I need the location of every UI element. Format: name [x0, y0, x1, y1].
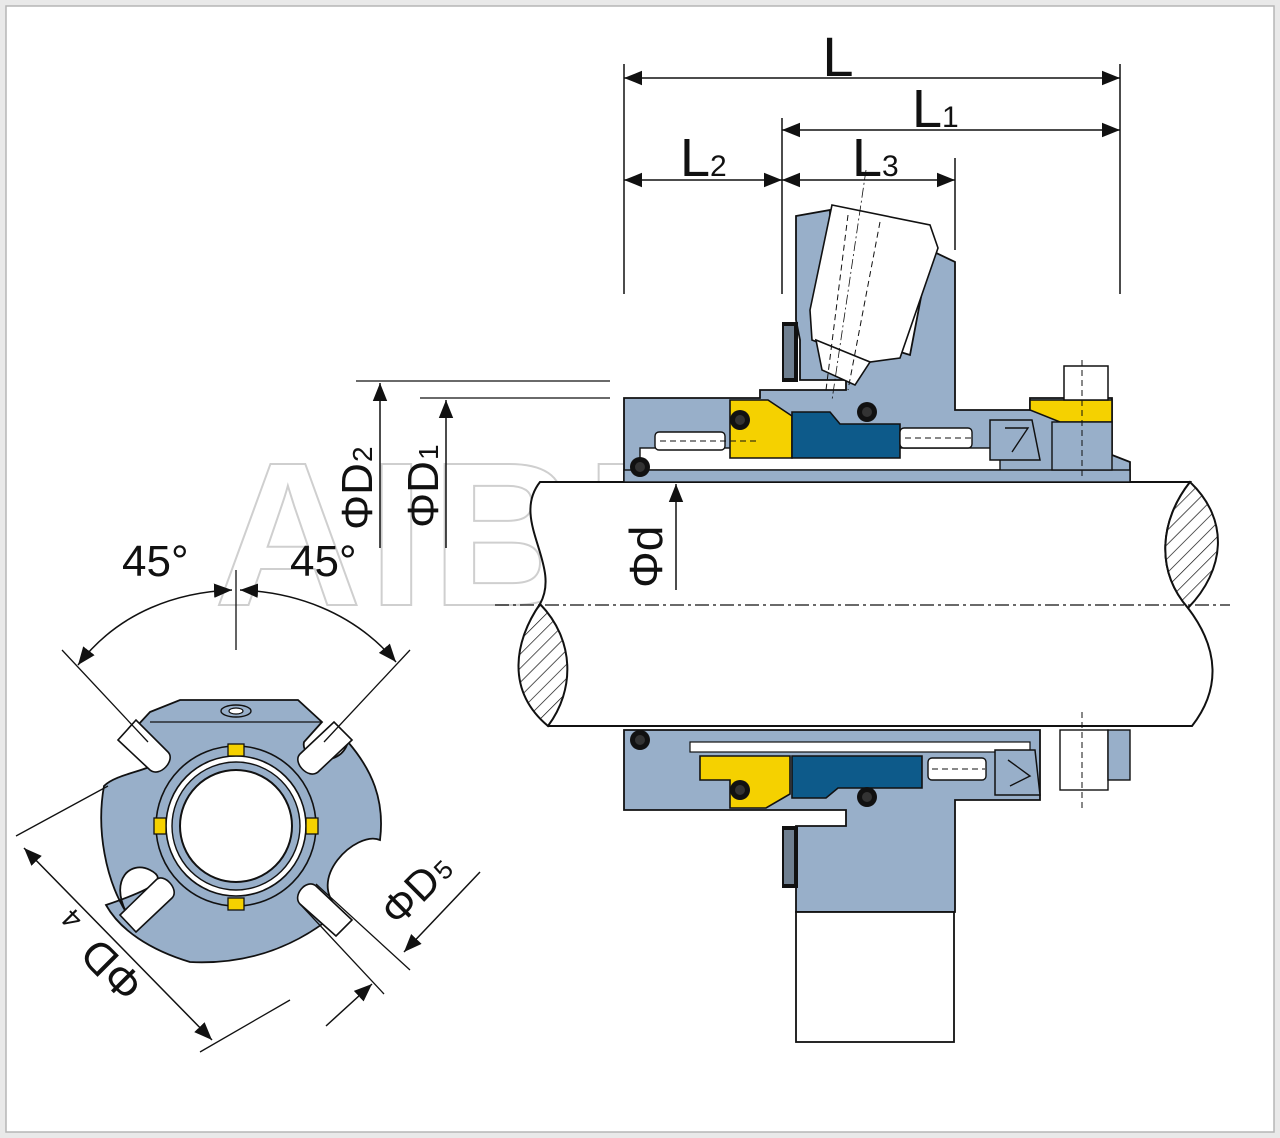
centering-clip — [227, 743, 245, 757]
label-D2-main: ΦD — [333, 463, 382, 530]
label-L1-main: L — [912, 79, 942, 139]
bolt-slot — [296, 883, 354, 938]
label-L1-sub: 1 — [942, 101, 959, 134]
upper-seal-section — [623, 169, 1131, 483]
angle-dimensions: 45° 45° — [61, 537, 411, 743]
bolt-slot — [116, 718, 171, 773]
label-angle-left: 45° — [122, 537, 189, 586]
rotating-face — [791, 411, 901, 459]
diameter-dimensions: ΦD 2 ΦD 1 Φd — [333, 380, 684, 590]
shaft-section-left — [517, 602, 569, 728]
lower-seal-section — [623, 712, 1131, 1043]
label-L3-main: L — [852, 128, 882, 188]
drive-collar — [989, 419, 1041, 461]
flush-port-plug — [809, 169, 939, 401]
centering-clip — [305, 817, 319, 835]
rotating-face-lower — [791, 755, 923, 799]
shaft — [495, 480, 1230, 728]
front-view — [100, 699, 382, 964]
top-dimensions: L L 1 L 2 L 3 — [623, 25, 1121, 294]
label-d: Φd — [620, 526, 672, 588]
label-L3-sub: 3 — [882, 150, 899, 183]
label-D1-sub: 1 — [413, 444, 444, 460]
label-L2-main: L — [680, 128, 710, 188]
shaft-section-right — [1164, 480, 1219, 610]
label-angle-right: 45° — [290, 537, 357, 586]
centering-clip — [227, 897, 245, 911]
centering-clip — [153, 817, 167, 835]
bolt-slot — [297, 720, 354, 775]
shaft-bore — [179, 769, 293, 883]
flange-block — [795, 911, 955, 1043]
set-screw — [1063, 365, 1109, 401]
label-D2-sub: 2 — [347, 446, 378, 462]
label-L: L — [822, 25, 853, 88]
label-L2-sub: 2 — [710, 150, 727, 183]
label-D1-main: ΦD — [399, 461, 448, 528]
